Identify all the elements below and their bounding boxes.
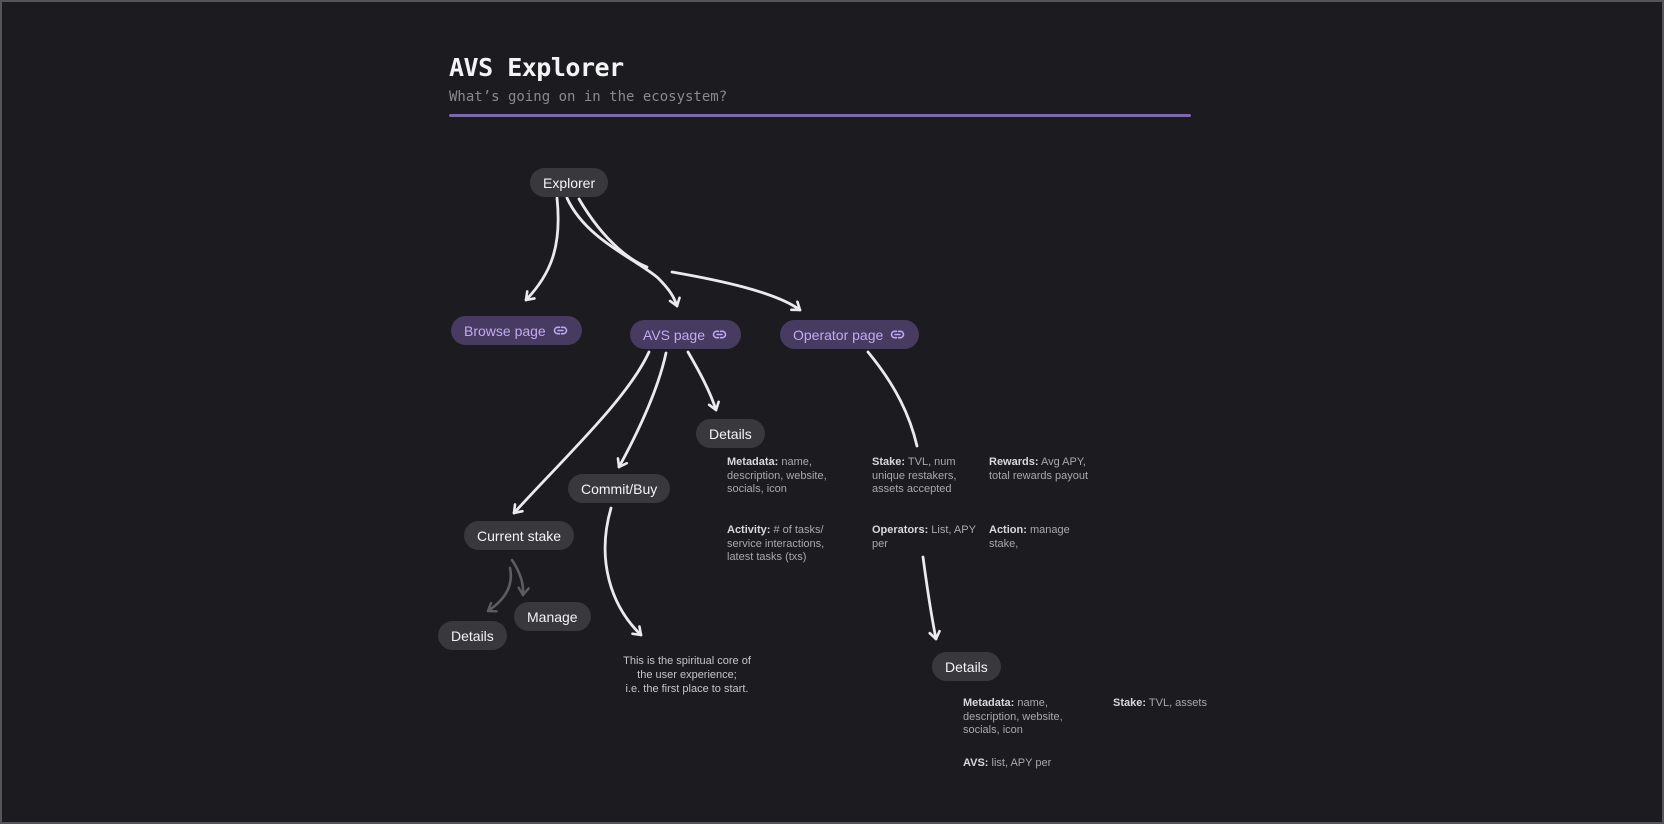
annotation-operator-avs: AVS: list, APY per [963,757,1052,769]
arrow-current-stake-to-manage [510,558,530,597]
node-label: Details [451,627,494,644]
arrow-current-stake-to-details [486,566,513,613]
node-explorer[interactable]: Explorer [530,168,609,197]
arrow-explorer-to-operator-page-segment1 [577,197,649,269]
annotation-avs-activity: Activity: # of tasks/ service interactio… [727,524,825,563]
node-label: Details [945,658,988,675]
annotation-operator-stake: Stake: TVL, assets [1113,697,1207,709]
node-manage[interactable]: Manage [514,602,591,631]
annotation-avs-rewards: Rewards: Avg APY, total rewards payout [989,456,1089,482]
page-title: AVS Explorer [449,53,624,82]
node-commit-buy[interactable]: Commit/Buy [568,474,671,503]
node-label: Current stake [477,527,562,544]
node-avs-page[interactable]: AVS page [630,320,742,349]
node-operator-details[interactable]: Details [932,652,1001,681]
header: AVS Explorer What’s going on in the ecos… [449,52,1191,117]
header-underline [449,114,1191,117]
annotation-avs-action: Action: manage stake, [989,524,1070,550]
arrow-avs-page-to-commit-buy [616,351,668,469]
annotation-avs-metadata: Metadata: name, description, website, so… [727,456,827,495]
node-label: AVS page [643,326,706,343]
node-browse-page[interactable]: Browse page [451,316,582,345]
arrow-operator-page-to-details-segment2 [921,555,941,641]
arrow-explorer-to-browse-page [524,196,560,302]
page-subtitle: What’s going on in the ecosystem? [449,89,728,105]
node-current-stake[interactable]: Current stake [464,521,575,550]
annotation-avs-operators: Operators: List, APY per [872,524,976,550]
node-label: Commit/Buy [581,480,658,497]
arrow-avs-page-to-details [686,350,720,412]
node-label: Operator page [793,326,884,343]
link-icon [712,330,727,339]
note-spiritual-core: This is the spiritual core of the user e… [623,655,751,695]
arrow-commit-buy-to-note [603,506,643,637]
node-label: Details [709,425,752,442]
link-icon [553,326,567,335]
link-icon [891,330,905,339]
node-label: Browse page [464,322,546,339]
node-avs-details[interactable]: Details [696,419,765,448]
annotation-operator-metadata: Metadata: name, description, website, so… [963,697,1063,736]
node-label: Manage [527,608,578,625]
arrow-explorer-to-operator-page-segment2 [670,270,802,312]
arrow-explorer-to-avs-page [565,196,681,308]
node-operator-page[interactable]: Operator page [780,320,920,349]
node-stake-details[interactable]: Details [438,621,507,650]
arrow-operator-page-to-details-segment1 [866,350,919,448]
node-label: Explorer [543,174,596,191]
annotation-avs-stake: Stake: TVL, num unique restakers, assets… [872,456,957,495]
